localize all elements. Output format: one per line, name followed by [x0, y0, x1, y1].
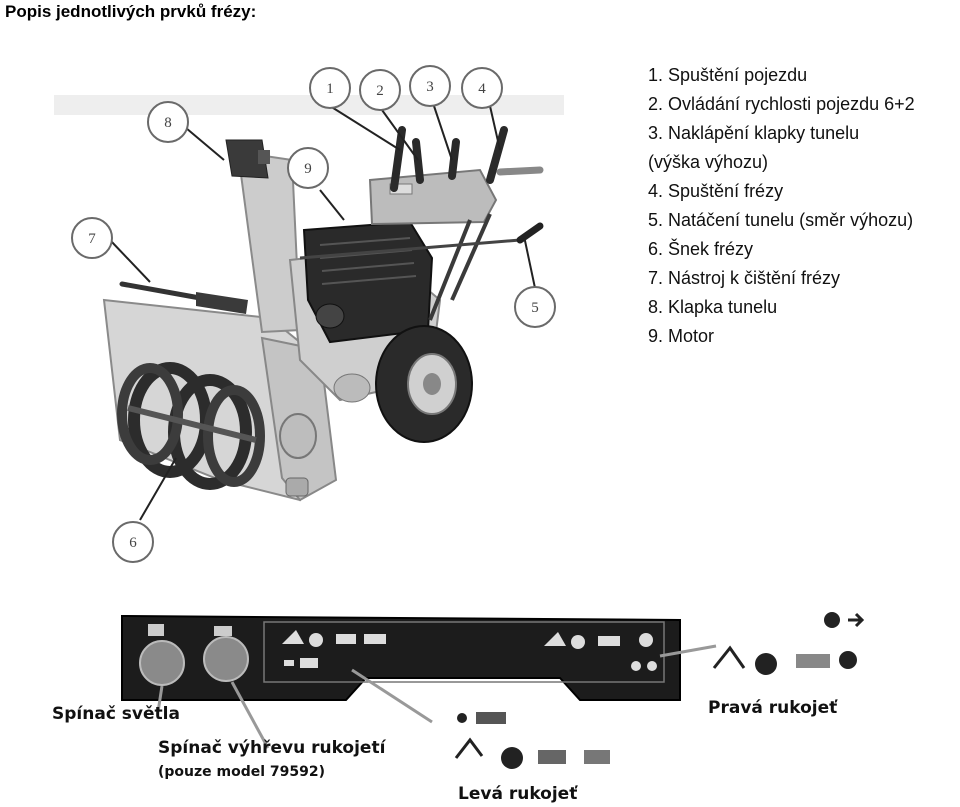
side-plate-hub [279, 413, 317, 459]
callout-5: 5 [531, 300, 539, 316]
arrow-right-icon [848, 612, 865, 628]
parts-legend: 1. Spuštění pojezdu 2. Ovládání rychlost… [648, 61, 915, 351]
legend-item-4: 4. Spuštění frézy [648, 181, 784, 201]
chute-flap [258, 150, 270, 164]
callout-1: 1 [326, 81, 334, 97]
wheel-decal-2-icon [839, 651, 857, 669]
light-switch-caption: Spínač světla [52, 704, 180, 724]
handle-grip [496, 166, 544, 176]
callout-8-circle [147, 101, 189, 143]
machine-decal-right-icon [796, 654, 830, 668]
panel-leaders [156, 644, 717, 749]
page-title: Popis jednotlivých prvků frézy: [5, 2, 257, 21]
auger-pictogram-icon [364, 634, 386, 644]
wheel-decal-icon [824, 612, 840, 628]
panel-icons-right [544, 632, 657, 671]
panel-inner-frame [263, 621, 665, 683]
heater-switch-note: (pouze model 79592) [158, 764, 326, 780]
callout-6-circle [112, 521, 154, 563]
callout-leaders [109, 105, 536, 521]
callout-3: 3 [426, 79, 434, 95]
right-handle-decal [712, 612, 865, 675]
callout-8: 8 [164, 115, 172, 131]
lever-pictogram-right-icon [544, 632, 566, 646]
stop-sign-right-icon [571, 635, 585, 649]
callout-3-circle [409, 65, 451, 107]
panel-body [121, 614, 681, 701]
legend-item-8: 8. Klapka tunelu [648, 297, 778, 317]
lever-pictogram-icon [282, 630, 304, 644]
heater-switch-knob[interactable] [203, 636, 249, 682]
wheel [375, 325, 473, 443]
left-handle-caption: Levá rukojeť [458, 784, 578, 804]
dial-pictogram-icon [631, 661, 641, 671]
stop-decal-icon [501, 747, 523, 769]
auger-small-pictogram-icon [300, 658, 318, 668]
callout-2: 2 [376, 83, 384, 99]
lever-decal-right-icon [712, 645, 746, 669]
callout-9-circle [287, 147, 329, 189]
legend-item-3-cont: (výška výhozu) [648, 152, 769, 172]
wheel-pictogram-icon [639, 633, 653, 647]
legend-item-3: 3. Naklápění klapky tunelu [648, 123, 860, 143]
light-switch-knob[interactable] [139, 640, 185, 686]
legend-item-6: 6. Šnek frézy [648, 239, 754, 259]
machine-pictogram-right-icon [598, 636, 620, 646]
auger-decal-2-icon [584, 750, 610, 764]
legend-item-1: 1. Spuštění pojezdu [648, 65, 808, 85]
callout-9: 9 [304, 161, 312, 177]
rear-hub [333, 373, 371, 403]
cleaning-tool [119, 281, 248, 314]
callout-1-circle [309, 67, 351, 109]
callout-7-circle [71, 217, 113, 259]
callout-numbers: 1 2 3 4 5 6 7 8 9 [88, 79, 539, 551]
stop-sign-icon [309, 633, 323, 647]
arrow-pictogram-icon [284, 660, 294, 666]
callout-4-circle [461, 67, 503, 109]
machine-decal-icon [538, 750, 566, 764]
console-label [389, 183, 413, 195]
right-handle-caption: Pravá rukojeť [708, 698, 838, 718]
crank-handle [516, 222, 544, 244]
callout-6: 6 [129, 535, 137, 551]
callout-circles [71, 65, 556, 563]
callout-4: 4 [478, 81, 486, 97]
machine-pictogram-icon [336, 634, 356, 644]
legend-item-7: 7. Nástroj k čištění frézy [648, 268, 841, 288]
engine-cap [315, 303, 345, 329]
dial-pictogram-2-icon [647, 661, 657, 671]
auger-spiral [117, 362, 265, 490]
heater-switch-caption: Spínač výhřevu rukojetí [158, 738, 386, 758]
control-console [368, 168, 498, 226]
handlebars [428, 213, 492, 321]
chute-deflector [225, 139, 269, 179]
auger-decal-icon [476, 712, 506, 724]
legend-item-5: 5. Natáčení tunelu (směr výhozu) [648, 210, 914, 230]
control-panel [121, 612, 865, 769]
legend-item-2: 2. Ovládání rychlosti pojezdu 6+2 [648, 94, 915, 114]
heater-switch-icon [214, 626, 232, 636]
arrow-dot-icon [457, 713, 467, 723]
callout-5-circle [514, 286, 556, 328]
left-handle-decal [454, 712, 610, 769]
callout-2-circle [359, 69, 401, 111]
lever-decal-icon [454, 737, 484, 759]
callout-7: 7 [88, 231, 96, 247]
panel-icons-left [282, 630, 386, 668]
legend-item-9: 9. Motor [648, 326, 715, 346]
snowblower-illustration [102, 126, 544, 502]
light-switch-icon [148, 624, 164, 636]
control-levers [390, 126, 508, 192]
stop-decal-right-icon [755, 653, 777, 675]
skid-shoe [285, 477, 309, 497]
